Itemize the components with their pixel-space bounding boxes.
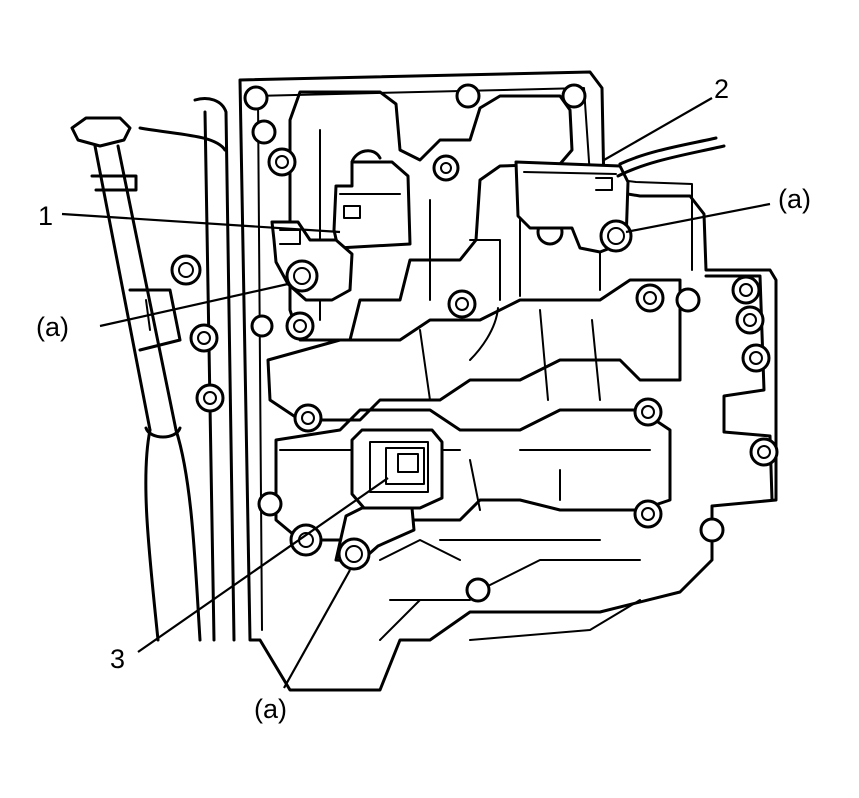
transmission-case-left	[170, 97, 236, 642]
callout-part-1: 1	[38, 201, 53, 231]
right-side-bracket	[704, 274, 779, 502]
callout-bolt-a-right: (a)	[778, 184, 811, 214]
plate-bolts	[243, 83, 725, 603]
callout-part-3: 3	[110, 644, 125, 674]
callout-part-2: 2	[714, 74, 729, 104]
solenoid-2	[514, 136, 726, 254]
callout-bolt-a-left: (a)	[36, 312, 69, 342]
leader-lines	[61, 97, 771, 689]
dipstick-tube	[70, 116, 227, 642]
bolts-a	[285, 219, 633, 571]
callout-bolt-a-bottom: (a)	[254, 694, 287, 724]
